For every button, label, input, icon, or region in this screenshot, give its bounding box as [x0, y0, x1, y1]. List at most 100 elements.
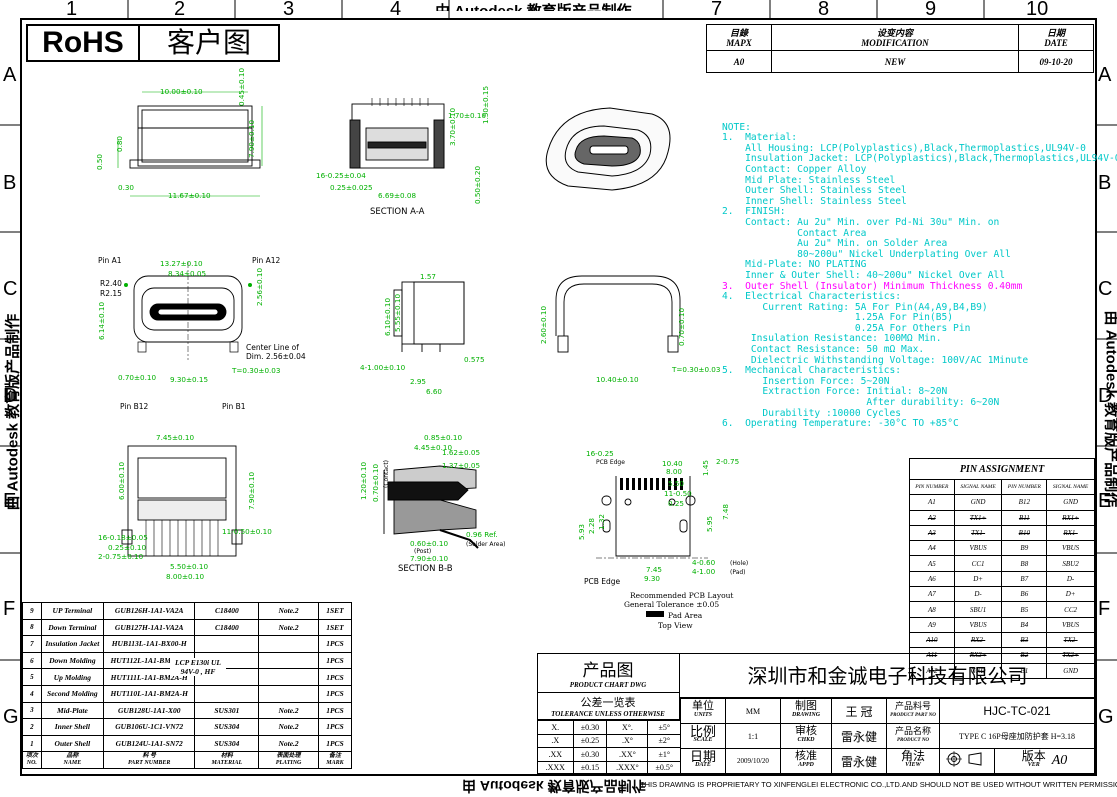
row-letter: F: [3, 598, 16, 620]
section-aa-label: SECTION A-A: [370, 207, 425, 217]
tolerance-row: .XX±0.30.XX°±1°: [537, 747, 681, 762]
notes-block: NOTE:1. Material: All Housing: LCP(Polyp…: [722, 112, 1117, 440]
part-no-cn: 产品料号: [894, 701, 931, 711]
dim-label: T=0.30±0.03: [231, 366, 280, 375]
tolerance-row: .XXX±0.15.XXX°±0.5°: [537, 760, 681, 775]
chkd-en: CHKD: [797, 737, 815, 743]
pin-a12-label: Pin A12: [252, 256, 280, 265]
drawing-en: DRAWING: [791, 712, 821, 718]
dim-label: 10.00±0.10: [160, 87, 203, 96]
product-name-en: PRODUCT NO: [896, 738, 930, 743]
section-bb-view: [383, 465, 479, 549]
chkd-cn: 审核: [795, 725, 817, 737]
dim-label: 4-0.60: [692, 558, 716, 567]
dim-label: 0.80: [115, 136, 124, 152]
dim-label: 7.90±0.10: [247, 472, 256, 510]
note-line: 5. Mechanical Characteristics:: [722, 365, 902, 377]
ver-en: VER: [1027, 762, 1040, 768]
dim-label: 3.70±0.10: [448, 108, 457, 146]
dim-label: 0.70±0.10: [371, 464, 380, 502]
pad-area-label: Pad Area: [668, 611, 703, 620]
rev-col2-en: MODIFICATION: [861, 37, 929, 48]
row-letter: A: [1098, 64, 1112, 86]
tolerance-header: 公差一览表 TOLERANCE UNLESS OTHERWISE: [537, 693, 680, 720]
note-line: Durability :10000 Cycles: [722, 407, 902, 419]
dim-label: 10.40±0.10: [596, 375, 639, 384]
dim-label: 2.60±0.10: [539, 306, 548, 344]
row-letter: C: [3, 278, 18, 300]
part-no-en: PRODUCT PART NO: [890, 713, 936, 718]
dim-label: 13.27±0.10: [160, 259, 203, 268]
date-value: 2009/10/20: [725, 748, 781, 774]
dim-label: 7.90±0.10: [410, 554, 448, 563]
bom-head-en: PLATING: [275, 760, 302, 767]
dim-label: 2-0.75±0.10: [98, 552, 144, 561]
pin-b12-label: Pin B12: [120, 402, 148, 411]
dim-label: 11.67±0.10: [168, 191, 211, 200]
bom-head-en: NAME: [63, 760, 82, 767]
dim-label: 6.60: [426, 387, 442, 396]
dim-label: (Post): [414, 548, 431, 555]
dim-label: 9.30±0.15: [170, 375, 208, 384]
bom-cell: GUB124U-1A1-SN72: [103, 734, 196, 753]
dim-label: 2.56±0.10: [255, 268, 264, 306]
company-name: 深圳市和金诚电子科技有限公司: [680, 653, 1095, 698]
bom-head-cn: 材料: [220, 753, 233, 760]
dim-label: 10.40: [662, 459, 683, 468]
center-line-label: Center Line of: [246, 343, 299, 352]
pin-b1-label: Pin B1: [222, 402, 246, 411]
pcb-layout-label: Recommended PCB Layout: [630, 591, 733, 600]
pcb-edge-label: PCB Edge: [584, 577, 621, 586]
top-view-label: Top View: [658, 621, 693, 630]
dim-label: 9.30: [644, 574, 660, 583]
product-name-value: TYPE C 16P母座加防护套 H=3.18: [939, 723, 1095, 749]
row-letter: C: [1098, 278, 1113, 300]
date-en: DATE: [695, 762, 711, 768]
note-line: Extraction Force: Initial: 8~20N: [722, 386, 948, 398]
column-number: 8: [818, 0, 830, 20]
row-letter: D: [3, 385, 18, 407]
rohs-box: RoHS: [26, 24, 140, 62]
pin-assignment-table: PIN ASSIGNMENT PIN NUMBER SIGNAL NAME PI…: [909, 458, 1095, 679]
bom-head-cn: 品称: [66, 753, 79, 760]
dim-label: 1.70±0.10: [448, 111, 486, 120]
dim-label: (Pad): [730, 569, 746, 576]
tolerance-row: .X±0.25.X°±2°: [537, 733, 681, 748]
dim-label: 16-0.25: [586, 449, 614, 458]
dim-label: 7.45±0.10: [156, 433, 194, 442]
note-line: 80~200u" Nickel Underplating Over All: [722, 248, 1011, 260]
dim-label: 1.37±0.05: [442, 461, 480, 470]
rev-col2-cn: 设变内容: [876, 27, 913, 38]
dim-label: 0.70±0.10: [118, 373, 156, 382]
note-line: 2. FINISH:: [722, 206, 786, 218]
dim-label: 16-0.18±0.05: [98, 533, 148, 542]
row-letter: E: [1098, 490, 1112, 512]
bom-head-cn: 料 号: [142, 753, 156, 760]
note-line: 1. Material:: [722, 132, 798, 144]
column-number: 3: [283, 0, 295, 20]
column-number: 7: [711, 0, 723, 20]
note-line: NOTE:: [722, 121, 751, 133]
section-bb-label: SECTION B-B: [398, 564, 453, 574]
note-line: Outer Shell: Stainless Steel: [722, 185, 907, 197]
bom-head-en: MARK: [326, 760, 344, 767]
row-letter: B: [1098, 172, 1112, 194]
customer-box: 客户图: [140, 24, 280, 62]
dim-label: 0.50: [95, 154, 104, 170]
dim-label: 7.48: [721, 504, 730, 520]
bom-cell: C18400: [194, 618, 260, 637]
dim-label: T=0.30±0.03: [671, 365, 720, 374]
